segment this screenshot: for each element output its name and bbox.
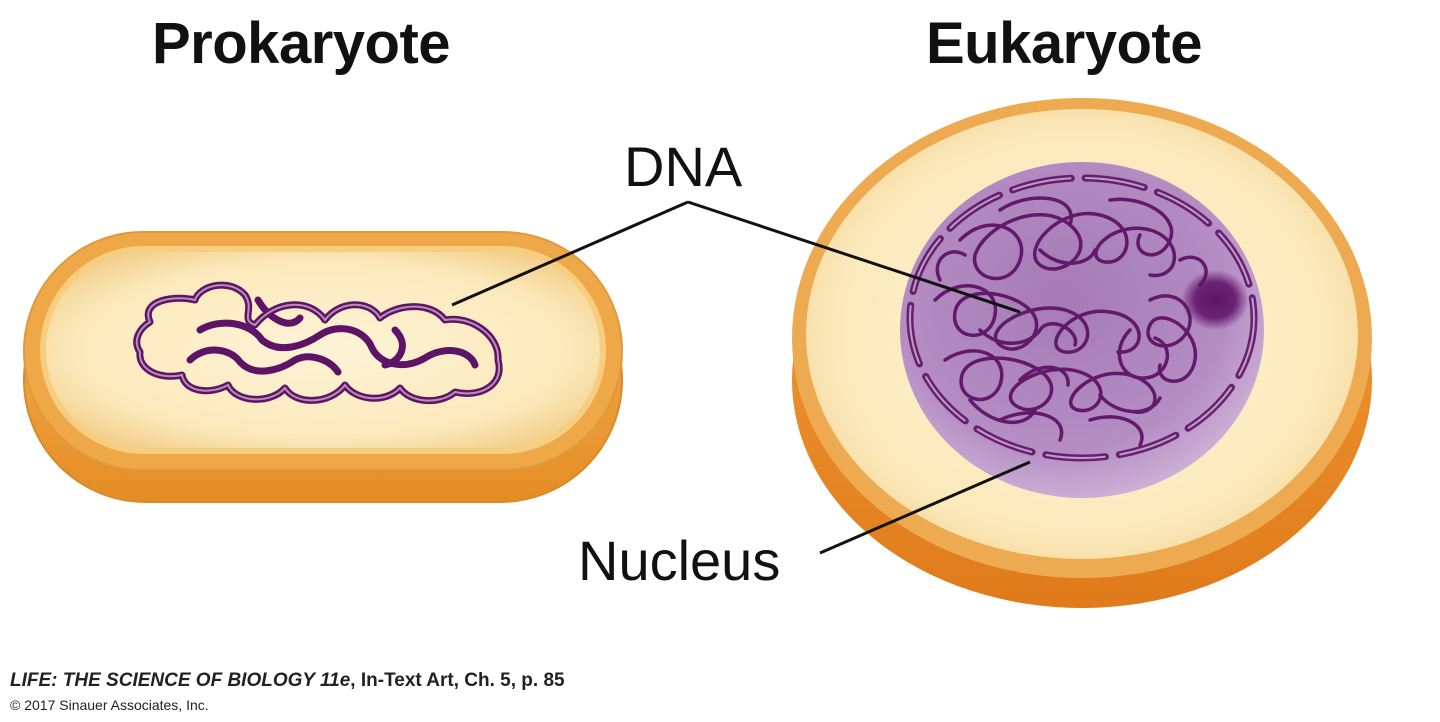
prokaryote-cell bbox=[23, 231, 623, 503]
nucleus-leader bbox=[819, 460, 1031, 555]
nucleus-label: Nucleus bbox=[578, 529, 781, 592]
source-credit: LIFE: THE SCIENCE OF BIOLOGY 11e, In-Tex… bbox=[10, 670, 565, 692]
book-reference: , In-Text Art, Ch. 5, p. 85 bbox=[350, 670, 565, 691]
eukaryote-dna bbox=[933, 196, 1208, 447]
dna-leader-prokaryote bbox=[451, 200, 689, 307]
copyright-notice: © 2017 Sinauer Associates, Inc. bbox=[10, 697, 209, 713]
eukaryote-title: Eukaryote bbox=[926, 11, 1202, 76]
prokaryote-title: Prokaryote bbox=[152, 11, 451, 76]
book-title: LIFE: THE SCIENCE OF BIOLOGY 11e bbox=[10, 670, 351, 691]
dna-leader-eukaryote bbox=[687, 200, 1021, 314]
nucleus bbox=[900, 162, 1264, 498]
leader-lines bbox=[451, 200, 1031, 555]
eukaryote-cell bbox=[792, 98, 1372, 608]
dna-label: DNA bbox=[624, 135, 743, 198]
